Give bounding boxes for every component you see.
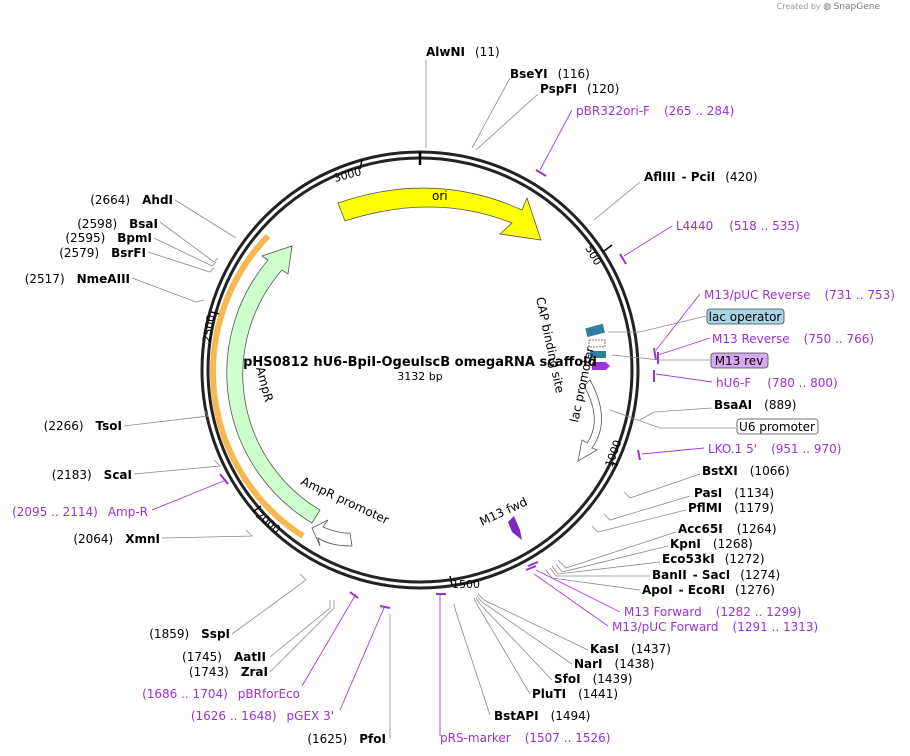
primer-prs-marker[interactable]: pRS-marker(1507 .. 1526) xyxy=(440,731,610,745)
m13-fwd-feature[interactable] xyxy=(508,516,522,540)
enzyme-sspi[interactable]: (1859)SspI xyxy=(149,627,230,641)
m13-rev-box[interactable] xyxy=(710,352,769,369)
enzyme-afliii-pcii[interactable]: AflIII- PciI(420) xyxy=(644,170,758,184)
lac-operator-feature[interactable] xyxy=(588,339,606,348)
credit-brand: SnapGene xyxy=(833,2,880,12)
enzyme-nari[interactable]: NarI(1438) xyxy=(574,657,654,671)
plasmid-name: pHS0812 hU6-BpiI-OgeuIscB omegaRNA scaff… xyxy=(243,355,597,370)
enzyme-acc65i[interactable]: Acc65I(1264) xyxy=(678,522,777,536)
primer-pgex-3[interactable]: (1626 .. 1648)pGEX 3' xyxy=(191,709,334,723)
enzyme-bstxi[interactable]: BstXI(1066) xyxy=(702,464,790,478)
enzyme-banii-saci[interactable]: BanII- SacI(1274) xyxy=(652,568,780,582)
primer-hu6-f[interactable]: hU6-F(780 .. 800) xyxy=(716,376,838,390)
ampr-label: AmpR xyxy=(253,365,276,403)
enzyme-eco53ki[interactable]: Eco53kI(1272) xyxy=(662,552,765,566)
ori-feature[interactable] xyxy=(337,187,542,241)
enzyme-bsaai[interactable]: BsaAI(889) xyxy=(714,398,796,412)
enzyme-zrai[interactable]: (1743)ZraI xyxy=(189,665,268,679)
enzyme-ahdi[interactable]: (2664)AhdI xyxy=(90,193,173,207)
enzyme-pasi[interactable]: PasI(1134) xyxy=(694,486,774,500)
primer-m13-puc-reverse[interactable]: M13/pUC Reverse(731 .. 753) xyxy=(704,288,895,302)
enzyme-leaders xyxy=(123,60,713,738)
tick-2000: 2000 xyxy=(253,508,283,536)
u6-promoter-box[interactable] xyxy=(736,418,819,435)
enzyme-alwni[interactable]: AlwNI(11) xyxy=(426,45,500,59)
ampr-feature[interactable] xyxy=(226,245,321,524)
primer-m13-forward[interactable]: M13 Forward(1282 .. 1299) xyxy=(624,605,801,619)
ampr-promoter-feature[interactable] xyxy=(311,519,353,547)
hu6-f-feature[interactable] xyxy=(592,362,610,370)
cap-binding-feature[interactable] xyxy=(585,323,605,338)
lac-promoter-feature[interactable] xyxy=(577,379,602,462)
cap-binding-label: CAP binding site xyxy=(533,296,567,395)
plasmid-length: 3132 bp xyxy=(397,370,442,383)
enzyme-bseyi[interactable]: BseYI(116) xyxy=(510,67,590,81)
enzyme-bpmi[interactable]: (2595)BpmI xyxy=(65,231,152,245)
lac-operator-box[interactable] xyxy=(706,308,785,325)
snapgene-credit: Created by ◍ SnapGene xyxy=(777,2,880,12)
primer-leaders xyxy=(151,109,713,736)
ori-label: ori xyxy=(432,189,448,203)
enzyme-labels-left: (1625)PfoI (1743)ZraI (1745)AatII (1859)… xyxy=(25,193,386,746)
m13-fwd-label: M13 fwd xyxy=(477,495,529,529)
enzyme-aatii[interactable]: (1745)AatII xyxy=(182,650,266,664)
enzyme-kasi[interactable]: KasI(1437) xyxy=(590,642,671,656)
enzyme-pluti[interactable]: PluTI(1441) xyxy=(532,687,618,701)
primer-pbr322ori-f[interactable]: pBR322ori-F(265 .. 284) xyxy=(576,104,734,118)
enzyme-sfoi[interactable]: SfoI(1439) xyxy=(554,672,632,686)
snapgene-logo-icon: ◍ xyxy=(823,2,832,12)
primer-lko1-5[interactable]: LKO.1 5'(951 .. 970) xyxy=(708,442,842,456)
lac-operator-box-label: lac operator xyxy=(709,310,782,324)
primer-m13-reverse[interactable]: M13 Reverse(750 .. 766) xyxy=(712,332,874,346)
enzyme-bsai[interactable]: (2598)BsaI xyxy=(77,217,158,231)
enzyme-kpni[interactable]: KpnI(1268) xyxy=(670,537,753,551)
enzyme-bstapi[interactable]: BstAPI(1494) xyxy=(494,709,590,723)
primer-labels: pBR322ori-F(265 .. 284) L4440(518 .. 535… xyxy=(12,104,895,745)
enzyme-pfoi[interactable]: (1625)PfoI xyxy=(307,732,386,746)
ampr-highlight xyxy=(210,233,305,539)
enzyme-labels: AlwNI(11) BseYI(116) PspFI(120) AflIII- … xyxy=(426,45,796,723)
credit-text: Created by xyxy=(776,2,821,11)
primer-m13-puc-forward[interactable]: M13/pUC Forward(1291 .. 1313) xyxy=(612,620,818,634)
enzyme-pflmi[interactable]: PflMI(1179) xyxy=(688,501,774,515)
primer-pbrforeco[interactable]: (1686 .. 1704)pBRforEco xyxy=(142,687,300,701)
primer-l4440[interactable]: L4440(518 .. 535) xyxy=(676,219,800,233)
enzyme-pspfi[interactable]: PspFI(120) xyxy=(540,82,619,96)
tick-1500: 1500 xyxy=(452,578,480,591)
m13-rev-box-label: M13 rev xyxy=(715,354,764,368)
enzyme-xmni[interactable]: (2064)XmnI xyxy=(73,532,160,546)
enzyme-bsrfi[interactable]: (2579)BsrFI xyxy=(59,246,146,260)
enzyme-nmeaiii[interactable]: (2517)NmeAIII xyxy=(25,272,130,286)
enzyme-scai[interactable]: (2183)ScaI xyxy=(52,468,132,482)
enzyme-tsoi[interactable]: (2266)TsoI xyxy=(44,419,122,433)
boxed-features: lac operator M13 rev U6 promoter xyxy=(608,308,819,435)
u6-promoter-box-label: U6 promoter xyxy=(739,420,815,434)
m13-rev-feature[interactable] xyxy=(590,351,606,358)
primer-amp-r[interactable]: (2095 .. 2114)Amp-R xyxy=(12,505,148,519)
enzyme-apoi-ecori[interactable]: ApoI- EcoRI(1276) xyxy=(642,583,775,597)
